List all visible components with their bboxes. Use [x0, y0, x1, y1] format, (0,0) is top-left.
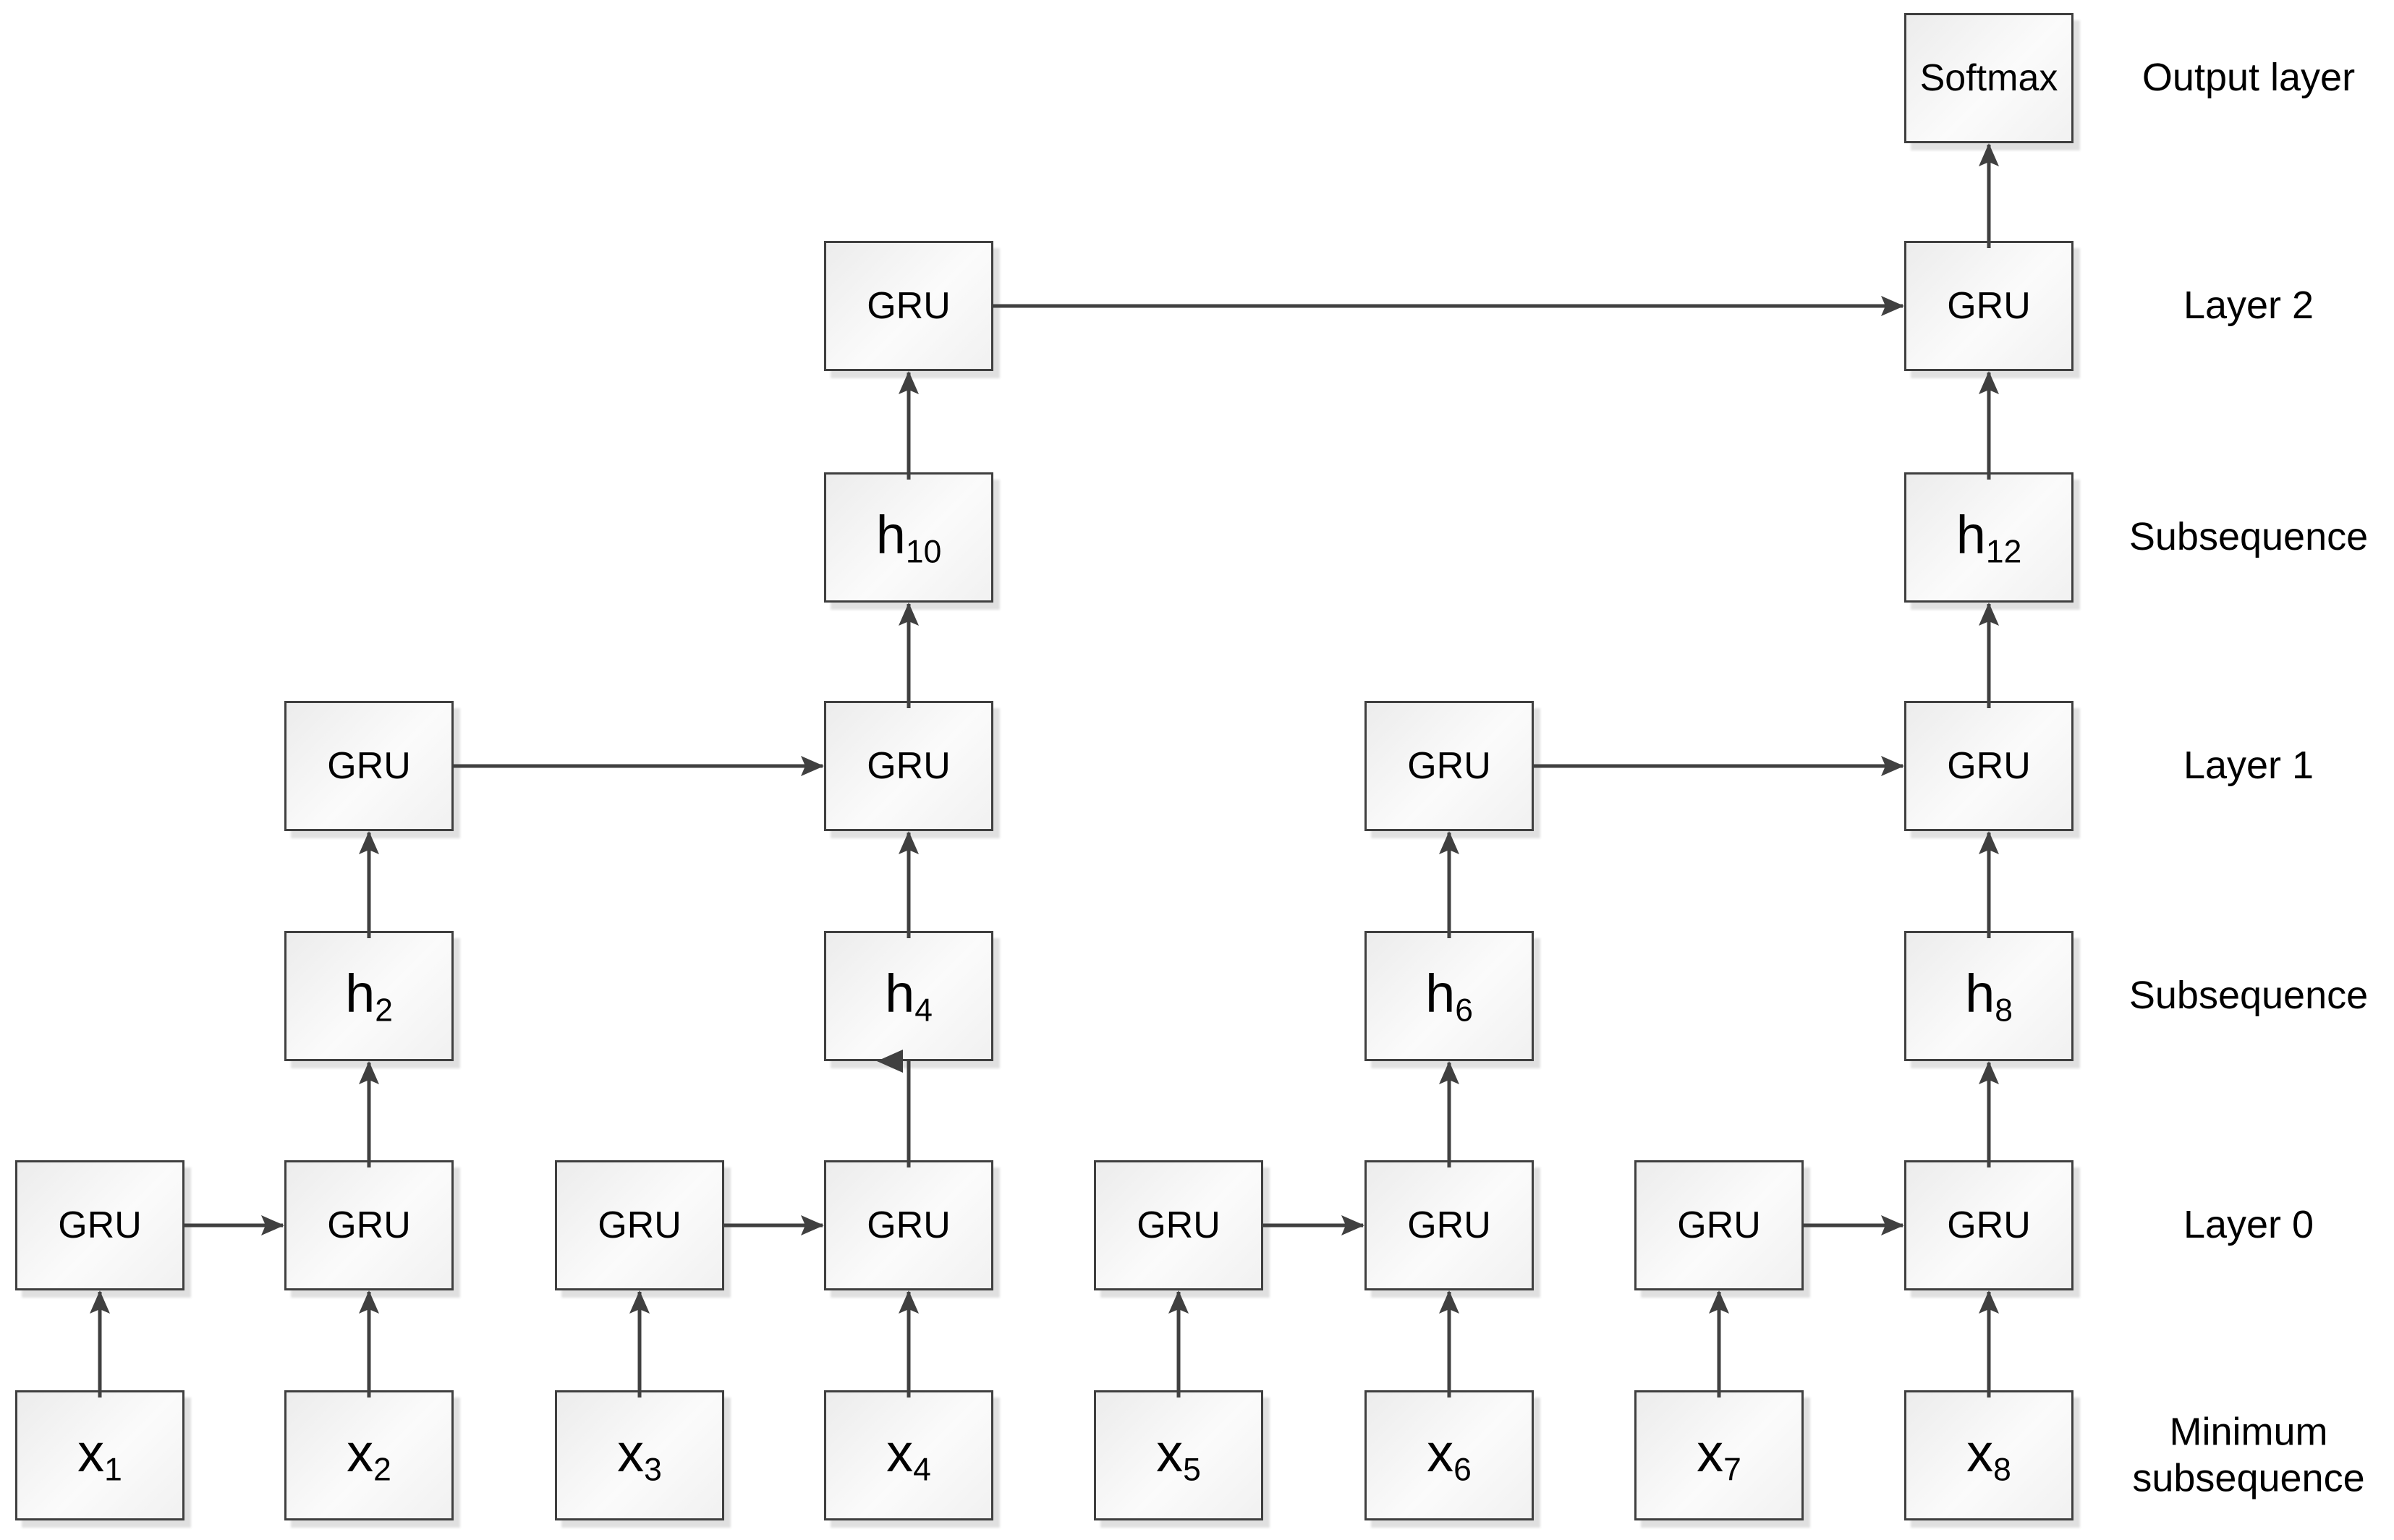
node-gru1_8: GRU	[1904, 701, 2073, 831]
node-label: x8	[1966, 1423, 2011, 1488]
node-h4: h4	[824, 931, 993, 1061]
node-gru0_2: GRU	[284, 1160, 454, 1290]
node-label: GRU	[1407, 745, 1491, 787]
node-label: Softmax	[1919, 57, 2058, 99]
node-label: h8	[1965, 963, 2013, 1029]
node-h12: h12	[1904, 472, 2073, 603]
node-gru1_6: GRU	[1364, 701, 1534, 831]
node-label: x6	[1427, 1423, 1472, 1488]
node-gru1_2: GRU	[284, 701, 454, 831]
node-label: GRU	[1137, 1204, 1221, 1246]
row-label-output-layer: Output layer	[2142, 56, 2356, 100]
node-x8: x8	[1904, 1390, 2073, 1520]
node-softmax: Softmax	[1904, 13, 2073, 143]
node-gru0_3: GRU	[555, 1160, 724, 1290]
node-label: x1	[77, 1423, 122, 1488]
node-label: x4	[886, 1423, 931, 1488]
node-label: h6	[1425, 963, 1473, 1029]
node-label: GRU	[58, 1204, 142, 1246]
node-h10: h10	[824, 472, 993, 603]
node-h8: h8	[1904, 931, 2073, 1061]
node-label: x3	[617, 1423, 662, 1488]
node-label: GRU	[1677, 1204, 1761, 1246]
node-gru0_5: GRU	[1094, 1160, 1263, 1290]
node-label: GRU	[1947, 285, 2031, 327]
node-label: GRU	[1947, 745, 2031, 787]
row-label-subsequence-upper: Subsequence	[2128, 515, 2369, 559]
node-label: x2	[347, 1423, 391, 1488]
node-label: GRU	[598, 1204, 682, 1246]
node-label: GRU	[1947, 1204, 2031, 1246]
node-label: h2	[345, 963, 393, 1029]
node-gru0_7: GRU	[1634, 1160, 1804, 1290]
node-h2: h2	[284, 931, 454, 1061]
node-x3: x3	[555, 1390, 724, 1520]
row-label-layer-0: Layer 0	[2183, 1203, 2314, 1247]
node-label: x5	[1156, 1423, 1201, 1488]
node-gru0_1: GRU	[15, 1160, 184, 1290]
node-gru2_4: GRU	[824, 241, 993, 371]
node-label: GRU	[327, 1204, 411, 1246]
node-x7: x7	[1634, 1390, 1804, 1520]
node-gru2_8: GRU	[1904, 241, 2073, 371]
node-x6: x6	[1364, 1390, 1534, 1520]
node-label: GRU	[867, 1204, 951, 1246]
node-gru0_4: GRU	[824, 1160, 993, 1290]
node-gru0_8: GRU	[1904, 1160, 2073, 1290]
node-label: h10	[875, 505, 942, 570]
node-label: h4	[885, 963, 933, 1029]
node-label: GRU	[1407, 1204, 1491, 1246]
row-label-subsequence-lower: Subsequence	[2128, 974, 2369, 1018]
node-label: h12	[1956, 505, 2022, 570]
node-h6: h6	[1364, 931, 1534, 1061]
row-label-minimum-subsequence: Minimum subsequence	[2132, 1410, 2365, 1499]
node-x2: x2	[284, 1390, 454, 1520]
node-x1: x1	[15, 1390, 184, 1520]
node-label: GRU	[327, 745, 411, 787]
node-label: GRU	[867, 745, 951, 787]
node-gru1_4: GRU	[824, 701, 993, 831]
row-label-layer-1: Layer 1	[2183, 744, 2314, 788]
node-x4: x4	[824, 1390, 993, 1520]
node-label: GRU	[867, 285, 951, 327]
node-gru0_6: GRU	[1364, 1160, 1534, 1290]
node-label: x7	[1697, 1423, 1741, 1488]
node-x5: x5	[1094, 1390, 1263, 1520]
row-label-layer-2: Layer 2	[2183, 284, 2314, 328]
